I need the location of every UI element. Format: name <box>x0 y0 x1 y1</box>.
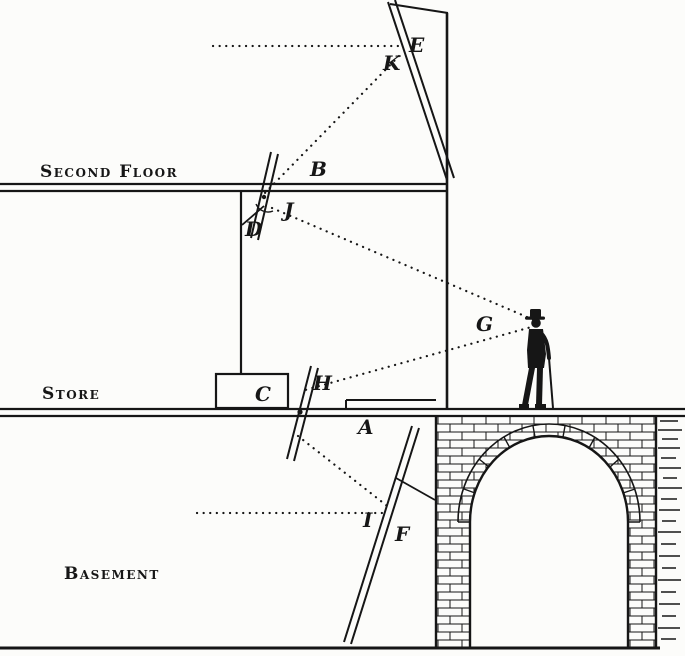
mirror-f-strut <box>395 477 436 501</box>
pedestrian-cane <box>548 357 554 409</box>
mirror-e-plank <box>387 0 455 181</box>
label-point-g: G <box>476 312 493 336</box>
second-floor-slab <box>0 182 446 193</box>
counter-box-c <box>214 372 290 410</box>
label-second-floor: Second Floor <box>40 162 178 182</box>
pedestrian-head <box>531 318 541 328</box>
mirror-d-pivot <box>261 194 267 200</box>
pedestrian-hat-brim <box>525 316 545 320</box>
pier-edges <box>434 416 658 648</box>
masonry-fill <box>436 416 656 648</box>
mirror-h-pivot <box>297 409 303 415</box>
arch-ring-outer <box>457 423 641 523</box>
sightline-h-to-f <box>296 434 393 511</box>
building-structure <box>0 13 685 650</box>
pedestrian-back-foot <box>535 404 546 409</box>
pedestrian-torso <box>527 329 546 368</box>
sightline-j-to-eye <box>270 206 536 322</box>
label-point-k: K <box>382 51 402 75</box>
pedestrian-hat-crown <box>530 309 541 318</box>
store-floor-slab <box>0 407 685 418</box>
label-point-f: F <box>394 522 411 546</box>
platform-a <box>345 399 436 409</box>
label-point-c: C <box>255 382 271 406</box>
label-point-j: J <box>280 198 295 222</box>
pedestrian-back-leg <box>536 368 543 405</box>
earth-hatch <box>658 420 682 640</box>
sight-lines <box>195 44 537 515</box>
brick-arch <box>434 416 682 648</box>
pedestrian-arm <box>539 331 551 360</box>
label-point-d: D <box>244 217 263 241</box>
sightline-k-to-d <box>260 54 401 198</box>
mirror-d-angle-arc <box>255 203 274 213</box>
label-point-e: E <box>408 33 425 57</box>
label-point-b: B <box>309 157 327 181</box>
label-basement: Basement <box>64 564 160 584</box>
mirrors <box>241 0 455 645</box>
arch-opening-outline <box>468 434 630 648</box>
label-store: Store <box>42 384 100 404</box>
arch-voussoir-joints <box>458 425 640 523</box>
pedestrian-front-leg <box>522 368 535 405</box>
pedestrian-front-foot <box>519 404 529 409</box>
labels: Second Floor Store Basement E K B J D C … <box>40 33 493 584</box>
label-point-a: A <box>356 415 374 439</box>
sightline-eye-to-h <box>303 324 537 392</box>
pedestrian-figure <box>519 309 554 409</box>
label-point-h: H <box>312 371 333 395</box>
mirror-d-plank <box>250 151 279 241</box>
mirror-f-plank <box>343 425 420 645</box>
label-point-i: I <box>362 508 373 532</box>
